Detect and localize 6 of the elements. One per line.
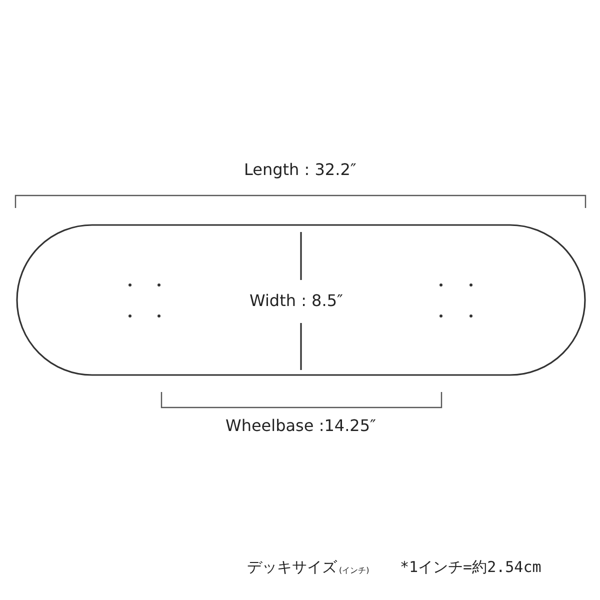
dimension-label: Wheelbase :14.25″ xyxy=(226,416,376,436)
conversion-note: *1インチ=約2.54cm xyxy=(400,557,542,577)
dimension-label: Width : 8.5″ xyxy=(250,291,343,311)
dimension-label: Length : 32.2″ xyxy=(244,160,356,180)
unit-note: (インチ) xyxy=(339,565,370,577)
caption-text: デッキサイズ xyxy=(247,557,337,577)
